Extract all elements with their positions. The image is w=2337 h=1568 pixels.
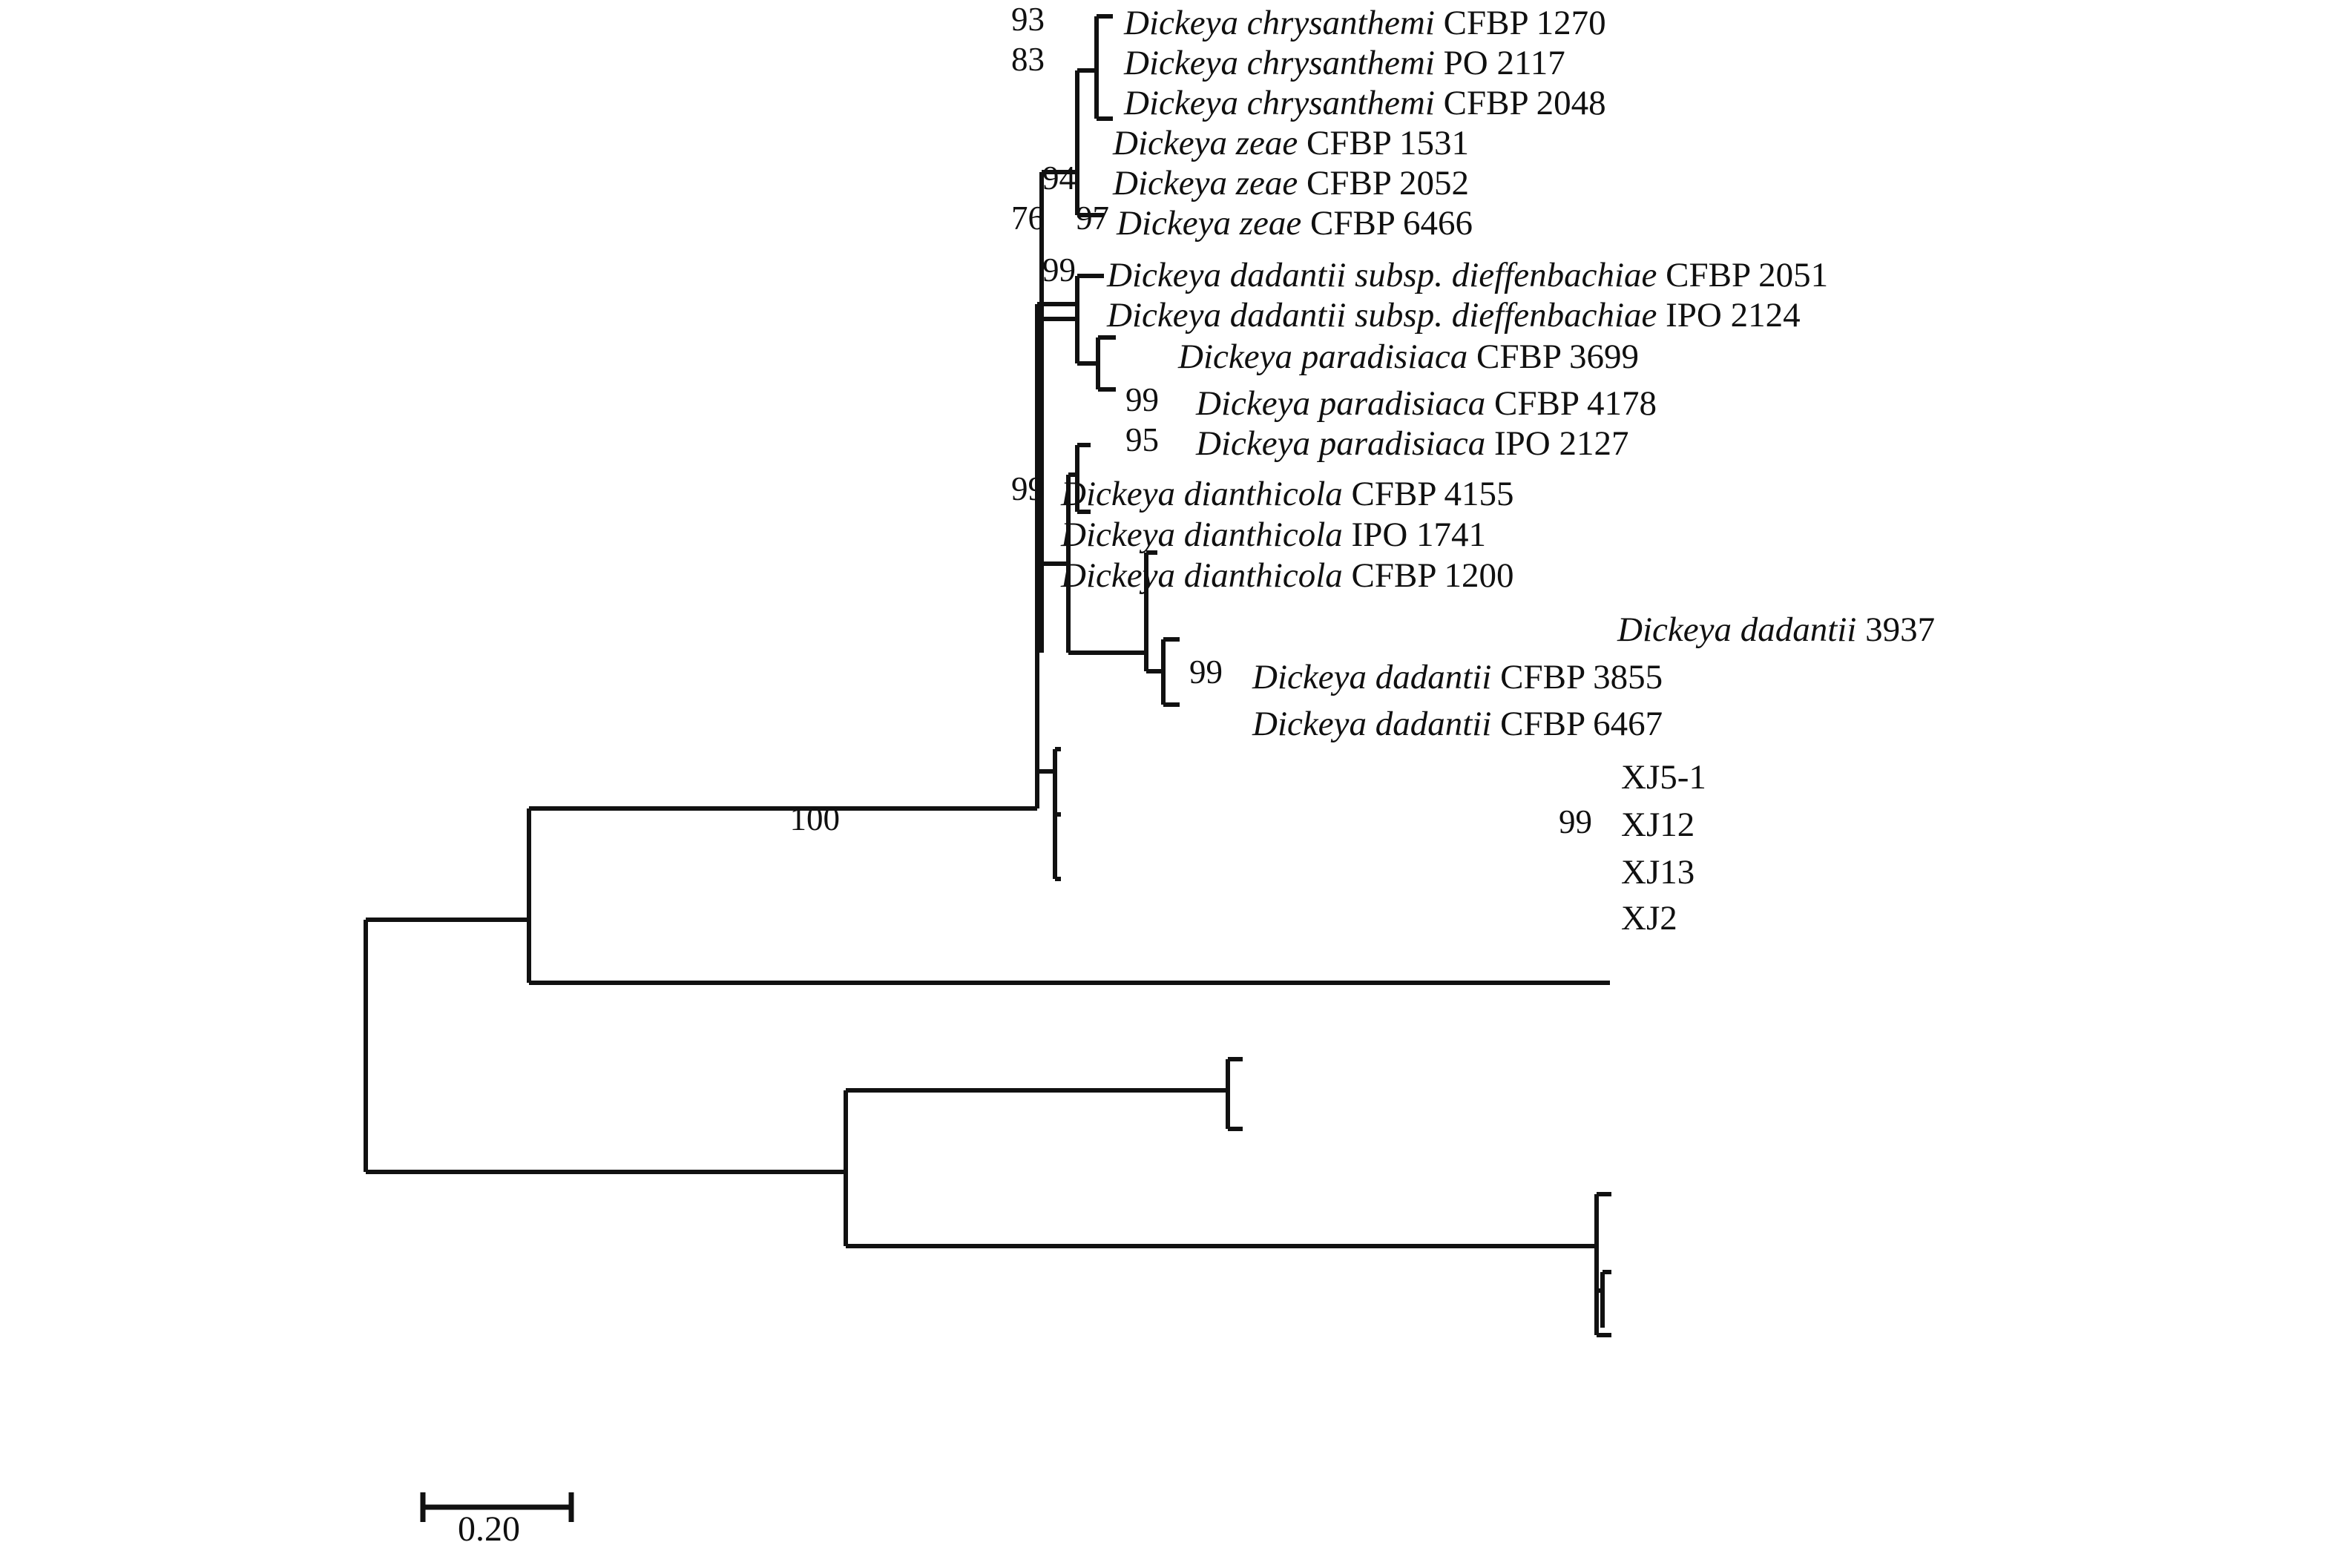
species-name: Dickeya dianthicola	[1061, 556, 1352, 595]
species-name: Dickeya zeae	[1113, 164, 1306, 202]
strain-name: 3937	[1865, 610, 1936, 649]
leaf-label-chrysanthemi-cfbp-1270: Dickeya chrysanthemi CFBP 1270	[1124, 6, 1606, 41]
strain-name: CFBP 1270	[1443, 4, 1606, 42]
strain-name: IPO 2124	[1666, 296, 1801, 335]
bootstrap-value-100: 100	[789, 800, 841, 837]
species-name: Dickeya chrysanthemi	[1124, 84, 1444, 122]
strain-name: XJ13	[1621, 853, 1695, 892]
strain-name: CFBP 3699	[1476, 337, 1639, 376]
leaf-label-zeae-cfbp-1531: Dickeya zeae CFBP 1531	[1113, 126, 1469, 161]
leaf-label-xj13: XJ13	[1621, 855, 1695, 890]
leaf-label-xj5-1: XJ5-1	[1621, 760, 1706, 795]
bootstrap-value-99-dianthicola: 99	[1011, 470, 1045, 507]
leaf-label-dianthicola-ipo-1741: Dickeya dianthicola IPO 1741	[1061, 518, 1486, 553]
bootstrap-value-99-dieffenbachiae: 99	[1042, 251, 1076, 289]
leaf-label-paradisiaca-cfbp-4178: Dickeya paradisiaca CFBP 4178	[1196, 386, 1657, 421]
species-name: Dickeya dadantii	[1252, 705, 1501, 743]
bootstrap-value-76: 76	[1011, 200, 1045, 237]
species-name: Dickeya dadantii subsp. dieffenbachiae	[1107, 296, 1666, 335]
species-name: Dickeya paradisiaca	[1196, 384, 1495, 423]
leaf-label-zeae-cfbp-2052: Dickeya zeae CFBP 2052	[1113, 166, 1469, 201]
species-name: Dickeya paradisiaca	[1178, 337, 1477, 376]
leaf-label-chrysanthemi-cfbp-2048: Dickeya chrysanthemi CFBP 2048	[1124, 86, 1606, 121]
strain-name: CFBP 6466	[1309, 204, 1473, 243]
leaf-label-zeae-cfbp-6466: Dickeya zeae CFBP 6466	[1117, 206, 1473, 241]
species-name: Dickeya dadantii subsp. dieffenbachiae	[1107, 256, 1666, 294]
leaf-label-paradisiaca-cfbp-3699: Dickeya paradisiaca CFBP 3699	[1178, 340, 1639, 375]
species-name: Dickeya chrysanthemi	[1124, 4, 1444, 42]
strain-name: CFBP 3855	[1500, 658, 1663, 696]
bootstrap-value-94: 94	[1042, 159, 1076, 197]
bootstrap-value-99-dadantii: 99	[1189, 653, 1223, 691]
leaf-label-xj2: XJ2	[1621, 901, 1677, 936]
strain-name: IPO 2127	[1494, 424, 1629, 463]
bootstrap-value-93: 93	[1011, 1, 1045, 38]
strain-name: CFBP 1531	[1306, 124, 1469, 162]
leaf-label-dadantii-3937: Dickeya dadantii 3937	[1617, 613, 1935, 648]
scale-bar-group	[420, 1492, 574, 1522]
leaf-label-dadantii-cfbp-3855: Dickeya dadantii CFBP 3855	[1252, 660, 1663, 695]
strain-name: CFBP 2051	[1666, 256, 1829, 294]
bootstrap-value-97: 97	[1076, 200, 1109, 237]
leaf-label-dianthicola-cfbp-4155: Dickeya dianthicola CFBP 4155	[1061, 477, 1514, 512]
strain-name: CFBP 1200	[1351, 556, 1514, 595]
strain-name: XJ5-1	[1621, 758, 1706, 797]
strain-name: CFBP 6467	[1500, 705, 1663, 743]
leaf-label-paradisiaca-ipo-2127: Dickeya paradisiaca IPO 2127	[1196, 426, 1629, 461]
leaf-label-dianthicola-cfbp-1200: Dickeya dianthicola CFBP 1200	[1061, 559, 1514, 593]
species-name: Dickeya chrysanthemi	[1124, 44, 1444, 82]
species-name: Dickeya zeae	[1113, 124, 1306, 162]
strain-name: XJ2	[1621, 899, 1677, 938]
strain-name: CFBP 2048	[1443, 84, 1606, 122]
bootstrap-value-83: 83	[1011, 41, 1045, 78]
bootstrap-value-99-paradisiaca: 99	[1125, 381, 1159, 418]
species-name: Dickeya dianthicola	[1061, 515, 1352, 554]
species-name: Dickeya dianthicola	[1061, 475, 1352, 513]
strain-name: CFBP 4178	[1494, 384, 1657, 423]
species-name: Dickeya zeae	[1117, 204, 1310, 243]
strain-name: CFBP 4155	[1351, 475, 1514, 513]
strain-name: CFBP 2052	[1306, 164, 1469, 202]
leaf-label-dieffenbachiae-ipo-2124: Dickeya dadantii subsp. dieffenbachiae I…	[1107, 298, 1801, 333]
bootstrap-value-99-xj: 99	[1559, 803, 1592, 840]
bootstrap-value-95: 95	[1125, 421, 1159, 458]
leaf-label-dadantii-cfbp-6467: Dickeya dadantii CFBP 6467	[1252, 707, 1663, 742]
strain-name: IPO 1741	[1351, 515, 1487, 554]
strain-name: XJ12	[1621, 806, 1695, 844]
species-name: Dickeya dadantii	[1252, 658, 1501, 696]
species-name: Dickeya dadantii	[1617, 610, 1866, 649]
tree-branches	[364, 14, 1611, 1337]
leaf-label-xj12: XJ12	[1621, 808, 1695, 843]
leaf-label-dieffenbachiae-cfbp-2051: Dickeya dadantii subsp. dieffenbachiae C…	[1107, 258, 1828, 293]
strain-name: PO 2117	[1443, 44, 1565, 82]
leaf-label-chrysanthemi-po-2117: Dickeya chrysanthemi PO 2117	[1124, 46, 1565, 81]
scale-bar-label: 0.20	[458, 1509, 520, 1549]
species-name: Dickeya paradisiaca	[1196, 424, 1495, 463]
